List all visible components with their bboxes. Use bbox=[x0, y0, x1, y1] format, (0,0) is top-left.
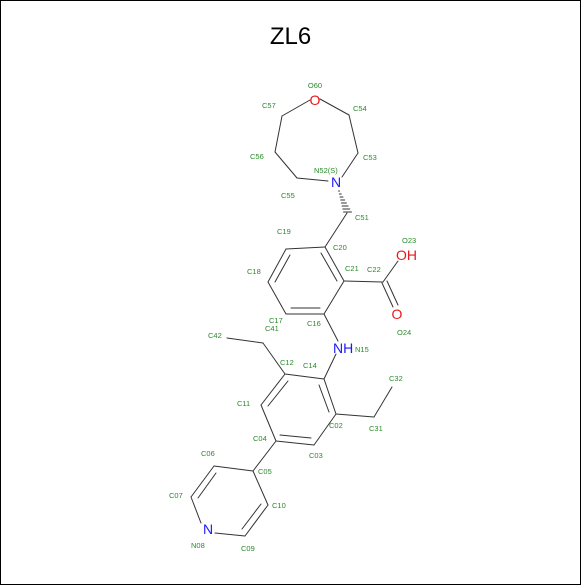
label-c53: C53 bbox=[363, 153, 377, 162]
bond-c16-n15 bbox=[323, 313, 339, 342]
label-c02: C02 bbox=[329, 421, 343, 430]
label-c32: C32 bbox=[389, 374, 403, 383]
label-o60: O60 bbox=[308, 81, 322, 90]
label-c57: C57 bbox=[262, 101, 276, 110]
bond-c14-c12 bbox=[284, 373, 325, 380]
label-c17: C17 bbox=[269, 316, 283, 325]
label-c54: C54 bbox=[353, 104, 367, 113]
bond-c02-c14-inner bbox=[318, 384, 330, 413]
bond-c12-c11 bbox=[260, 373, 286, 406]
bond-c31-c32 bbox=[373, 386, 393, 418]
label-c04: C04 bbox=[253, 434, 267, 443]
label-c03: C03 bbox=[309, 451, 323, 460]
bond-c19-c18 bbox=[267, 248, 287, 283]
bond-c54-c53 bbox=[348, 114, 359, 154]
bond-c51-c20 bbox=[324, 212, 348, 248]
bond-c06-c07-inner bbox=[197, 472, 217, 499]
bond-c21-c20 bbox=[324, 246, 345, 282]
label-n08: N08 bbox=[191, 541, 205, 550]
label-c09: C09 bbox=[241, 544, 255, 553]
bond-c57-c56 bbox=[274, 115, 283, 153]
atom-n15-nh: NH bbox=[333, 340, 353, 356]
bond-c20-c19 bbox=[285, 246, 326, 250]
bond-c11-c04 bbox=[260, 404, 277, 442]
bond-c04-c03-inner bbox=[279, 434, 312, 439]
label-n15: N15 bbox=[355, 345, 369, 354]
label-c42: C42 bbox=[208, 331, 222, 340]
bonds bbox=[190, 98, 399, 537]
label-n52: N52(S) bbox=[314, 166, 338, 175]
bond-c04-c05 bbox=[252, 440, 277, 472]
label-c31: C31 bbox=[369, 424, 383, 433]
bond-c19-c18-inner bbox=[274, 254, 291, 283]
bond-c41-c42 bbox=[226, 337, 264, 344]
label-c20: C20 bbox=[333, 243, 347, 252]
bond-o60-c54 bbox=[319, 98, 350, 116]
atom-n08: N bbox=[203, 521, 213, 537]
label-c05: C05 bbox=[258, 467, 272, 476]
label-c07: C07 bbox=[169, 491, 183, 500]
label-c06: C06 bbox=[201, 449, 215, 458]
bond-c22-o24-b bbox=[386, 280, 399, 306]
bond-c06-c07 bbox=[190, 465, 215, 498]
bond-c56-c55 bbox=[274, 151, 298, 179]
bond-c05-c06 bbox=[213, 465, 254, 472]
atom-n52: N bbox=[331, 174, 341, 190]
molecule-title: ZL6 bbox=[269, 23, 312, 50]
label-c12: C12 bbox=[280, 358, 294, 367]
bond-n52-c51-hashed bbox=[338, 190, 352, 213]
bond-c09-c10 bbox=[244, 504, 269, 537]
bond-c07-n08 bbox=[190, 496, 202, 524]
bond-c02-c14 bbox=[323, 378, 337, 415]
label-c19: C19 bbox=[277, 227, 291, 236]
label-o23: O23 bbox=[402, 236, 416, 245]
atom-o24: O bbox=[392, 306, 403, 322]
bond-c12-c41 bbox=[262, 342, 286, 375]
bond-c09-c10-inner bbox=[241, 503, 262, 530]
atom-labels: O60 C54 C57 C53 C56 N52(S) C55 C51 C19 C… bbox=[169, 81, 416, 553]
bond-c21-c20-inner bbox=[320, 252, 338, 282]
bond-c21-c22 bbox=[343, 280, 384, 283]
label-c55: C55 bbox=[281, 191, 295, 200]
atom-o60: O bbox=[310, 92, 321, 108]
label-c51: C51 bbox=[355, 213, 369, 222]
bond-c18-c17 bbox=[267, 281, 287, 315]
bond-c10-c05 bbox=[252, 470, 269, 506]
label-c18: C18 bbox=[247, 267, 261, 276]
label-c10: C10 bbox=[272, 501, 286, 510]
heteroatoms: O N OH O NH N bbox=[203, 92, 417, 537]
label-o24: O24 bbox=[397, 328, 411, 337]
label-c14: C14 bbox=[303, 361, 317, 370]
bond-c04-c03 bbox=[275, 440, 315, 446]
atom-o23-oh: OH bbox=[396, 247, 417, 263]
label-c16: C16 bbox=[307, 319, 321, 328]
bond-c03-c02 bbox=[313, 413, 337, 446]
bond-c22-o23 bbox=[382, 260, 399, 283]
bond-c02-c31 bbox=[335, 413, 375, 418]
label-c56: C56 bbox=[250, 152, 264, 161]
bond-c55-n52 bbox=[296, 177, 329, 182]
bond-c22-o24-a bbox=[381, 282, 394, 308]
bond-c16-c21 bbox=[323, 280, 345, 315]
bond-c12-c11-inner bbox=[267, 380, 289, 407]
label-c11: C11 bbox=[237, 399, 250, 408]
bond-n15-c14 bbox=[323, 353, 337, 380]
label-c22: C22 bbox=[367, 265, 381, 274]
label-c41: C41 bbox=[265, 324, 279, 333]
bond-n08-c09 bbox=[214, 532, 246, 537]
bond-c53-n52 bbox=[341, 152, 359, 178]
bond-o60-c57 bbox=[281, 99, 311, 117]
label-c21: C21 bbox=[345, 264, 359, 273]
